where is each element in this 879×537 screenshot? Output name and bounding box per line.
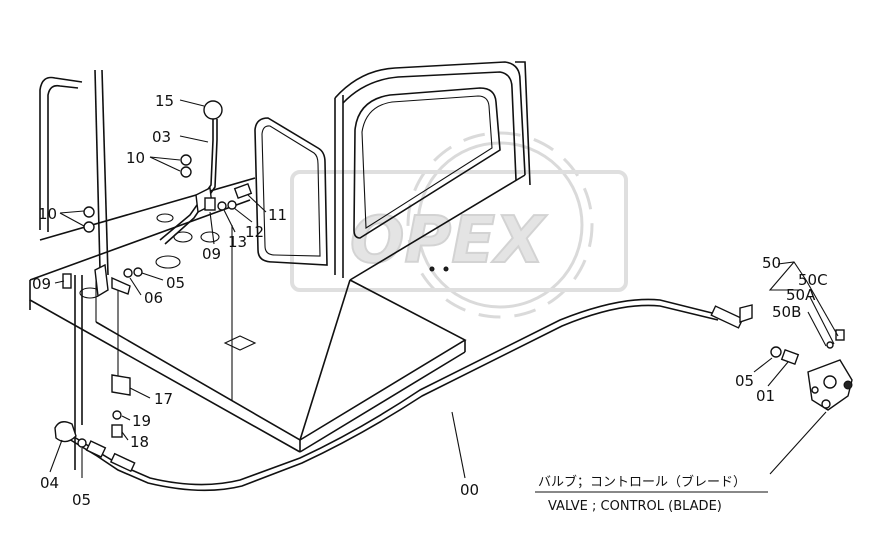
callout-19: 19 bbox=[132, 412, 151, 430]
knob-part bbox=[203, 100, 223, 120]
opex-watermark: OPEX bbox=[290, 131, 628, 319]
callout-09: 09 bbox=[32, 275, 51, 293]
callout-10: 10 bbox=[126, 149, 145, 167]
callout-09: 09 bbox=[202, 245, 221, 263]
callout-01: 01 bbox=[756, 387, 775, 405]
callout-03: 03 bbox=[152, 128, 171, 146]
lever-assembly bbox=[62, 100, 253, 438]
callout-04: 04 bbox=[40, 474, 59, 492]
callout-50b: 50B bbox=[772, 303, 801, 321]
caption-english: VALVE ; CONTROL (BLADE) bbox=[548, 499, 722, 514]
callout-11: 11 bbox=[268, 206, 287, 224]
callout-10: 10 bbox=[38, 205, 57, 223]
control-valve bbox=[770, 329, 853, 411]
callout-05: 05 bbox=[166, 274, 185, 292]
callout-50: 50 bbox=[762, 254, 781, 272]
callout-labels: 15 03 10 10 11 12 13 09 09 06 05 17 19 1… bbox=[32, 92, 828, 509]
callout-00: 00 bbox=[460, 481, 479, 499]
callout-13: 13 bbox=[228, 233, 247, 251]
elbow-fitting bbox=[54, 421, 77, 443]
callout-50c: 50C bbox=[798, 271, 828, 289]
caption-japanese: バルブ；コントロール（ブレード） bbox=[538, 474, 746, 490]
callout-06: 06 bbox=[144, 289, 163, 307]
callout-50a: 50A bbox=[786, 286, 816, 304]
leader-lines bbox=[49, 99, 839, 479]
callout-17: 17 bbox=[154, 390, 173, 408]
control-cable bbox=[54, 298, 753, 492]
callout-05: 05 bbox=[735, 372, 754, 390]
callout-15: 15 bbox=[155, 92, 174, 110]
bolt-09 bbox=[204, 197, 216, 211]
watermark-text: OPEX bbox=[350, 204, 547, 278]
callout-12: 12 bbox=[245, 223, 264, 241]
callout-18: 18 bbox=[130, 433, 149, 451]
callout-05: 05 bbox=[72, 491, 91, 509]
part-caption: バルブ；コントロール（ブレード） VALVE ; CONTROL (BLADE) bbox=[535, 474, 768, 514]
cab-frame bbox=[29, 61, 531, 470]
